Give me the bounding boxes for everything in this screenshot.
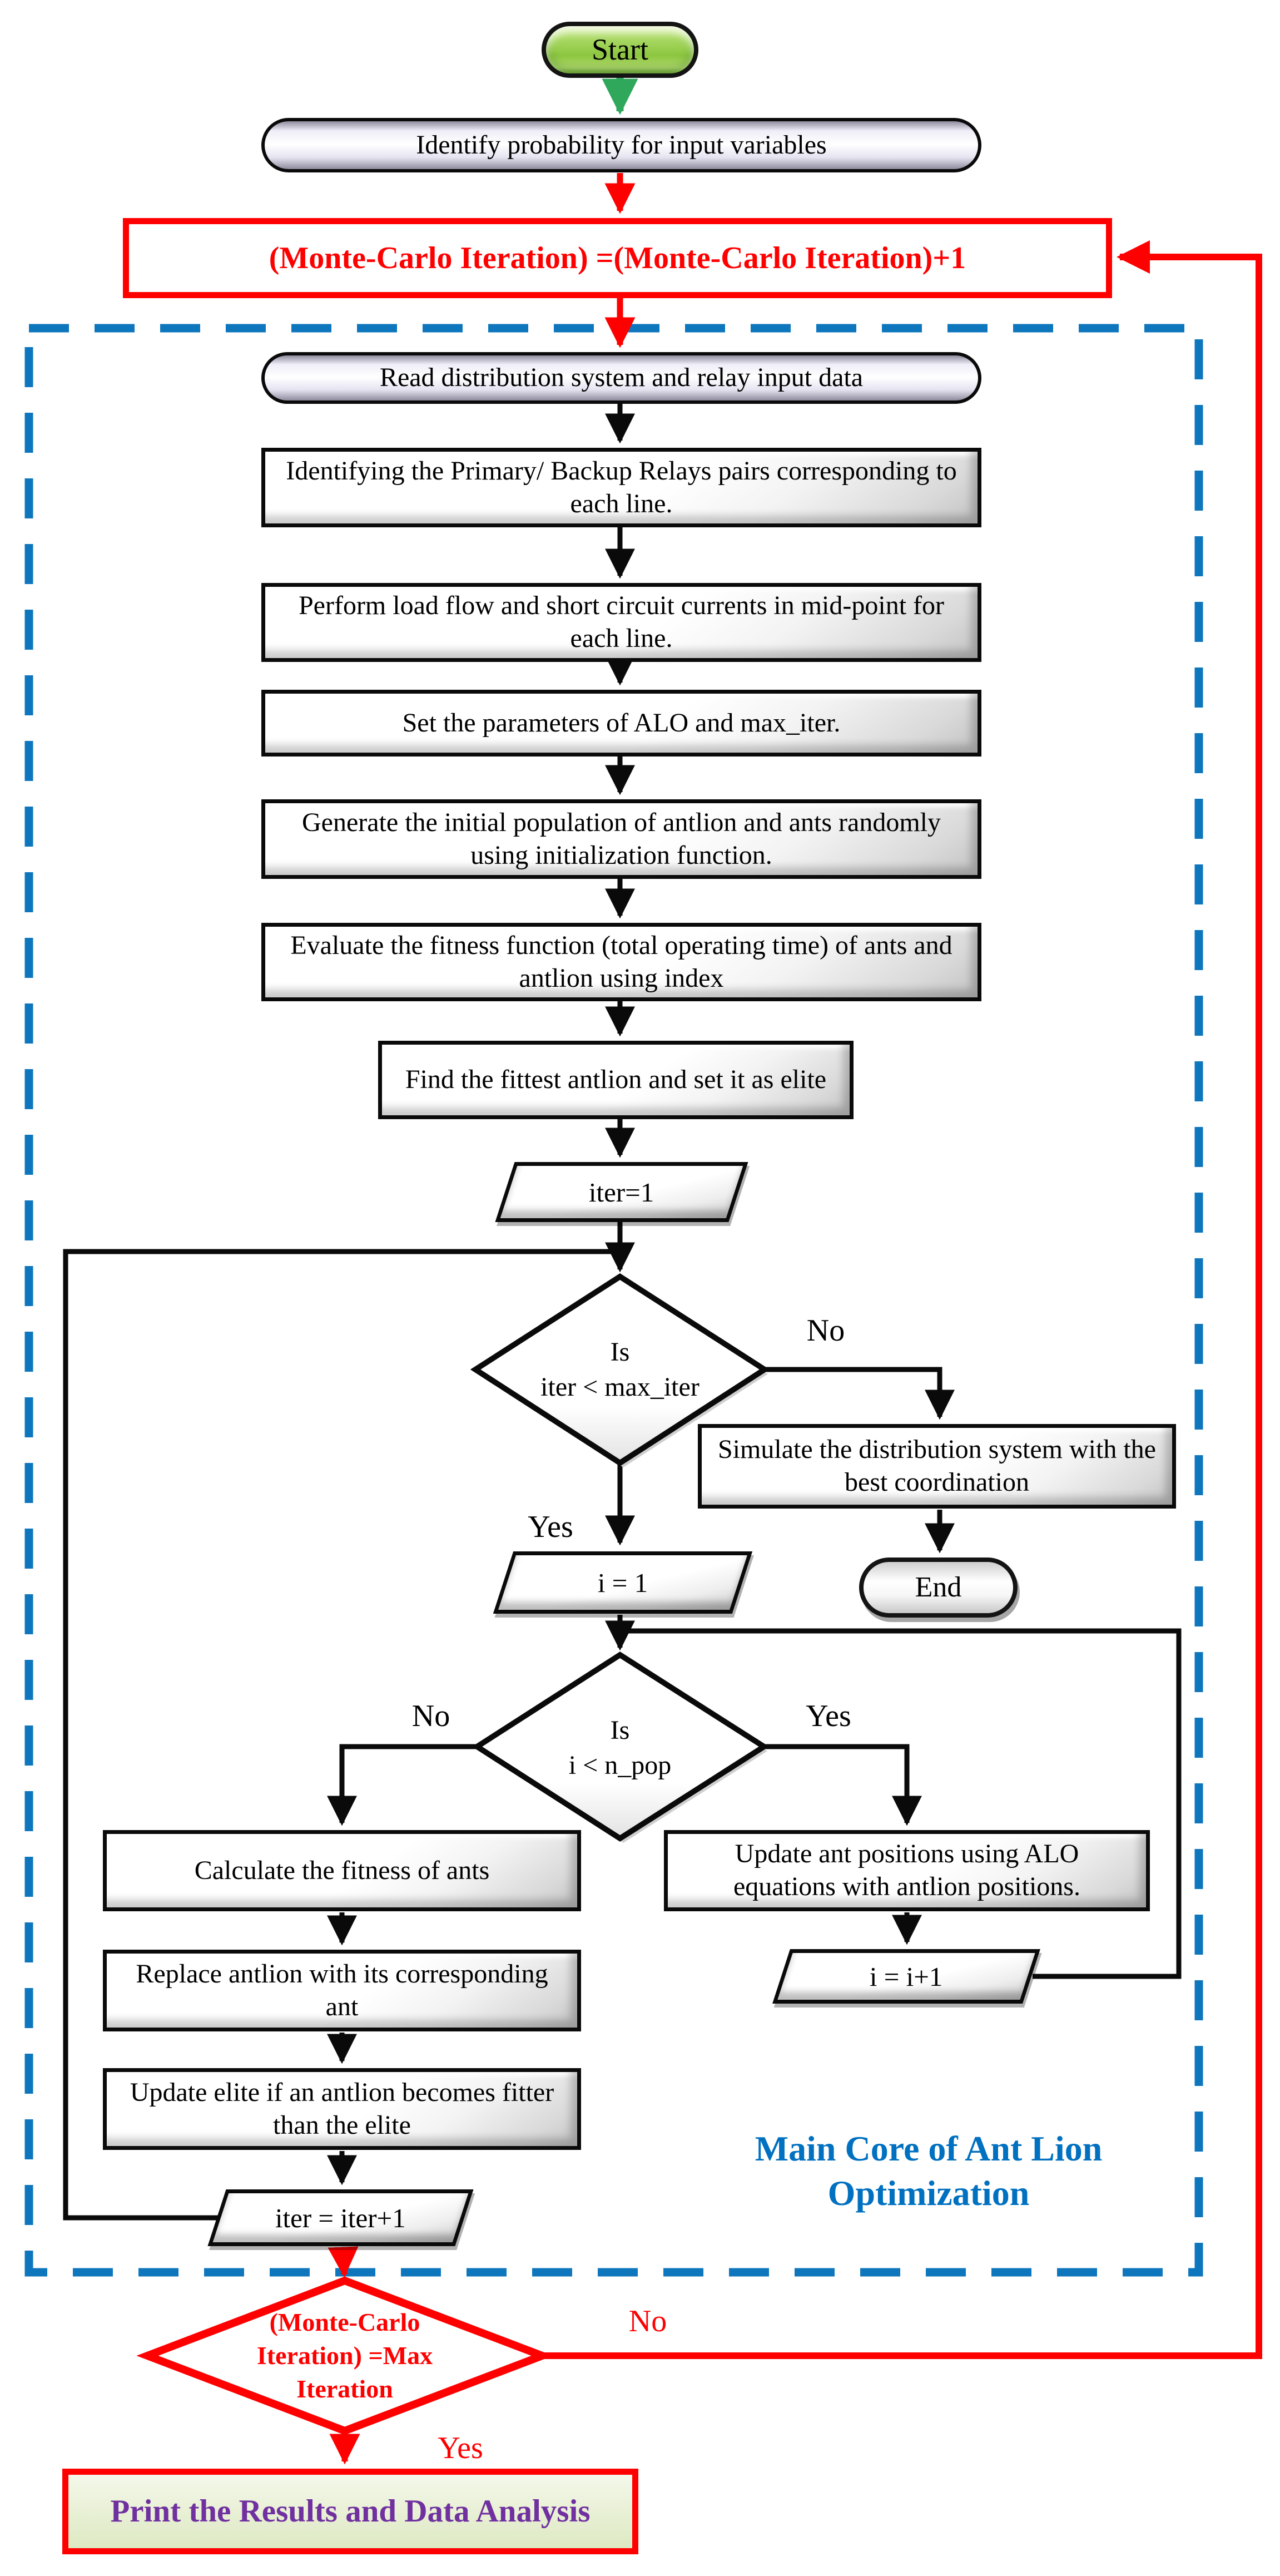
pop-check-yes-label: Yes (806, 1699, 851, 1733)
monte-carlo-increment-node: (Monte-Carlo Iteration) =(Monte-Carlo It… (123, 218, 1112, 298)
replace-antlion-node: Replace antlion with its corresponding a… (103, 1950, 581, 2031)
mc-check-yes-label: Yes (438, 2431, 483, 2465)
start-node: Start (542, 22, 698, 78)
iter-check-yes-label: Yes (528, 1510, 573, 1544)
edge-i-loopback (620, 1628, 1182, 1979)
edge-mc-no-feedback (543, 240, 1262, 2359)
popcheck-diamond (472, 1652, 770, 1842)
edge-iterinc-mccheck (328, 2246, 359, 2278)
simulate-node: Simulate the distribution system with th… (698, 1424, 1176, 1509)
identify-probability-node: Identify probability for input variables (261, 118, 981, 172)
update-ant-positions-node: Update ant positions using ALO equations… (664, 1830, 1150, 1911)
edge-popcheck-yes (765, 1744, 922, 1826)
itercheck-diamond (470, 1273, 770, 1466)
pop-check-label: Is i < n_pop (568, 1715, 672, 1780)
generate-population-node: Generate the initial population of antli… (261, 799, 981, 879)
main-core-boundary (24, 324, 1203, 2277)
pop-check-no-label: No (411, 1699, 450, 1733)
load-flow-node: Perform load flow and short circuit curr… (261, 583, 981, 662)
update-elite-node: Update elite if an antlion becomes fitte… (103, 2068, 581, 2150)
i-increment-node: i = i+1 (772, 1949, 1040, 2004)
read-input-node: Read distribution system and relay input… (261, 352, 981, 404)
set-parameters-node: Set the parameters of ALO and max_iter. (261, 690, 981, 757)
iter-init-node: iter=1 (495, 1162, 748, 1222)
find-fittest-node: Find the fittest antlion and set it as e… (378, 1041, 854, 1119)
iter-check-label: Is iter < max_iter (540, 1337, 699, 1402)
calc-fitness-node: Calculate the fitness of ants (103, 1830, 581, 1911)
edge-itercheck-no (766, 1367, 955, 1420)
edge-iter-loopback (63, 1249, 620, 2221)
i-init-node: i = 1 (493, 1551, 753, 1614)
evaluate-fitness-node: Evaluate the fitness function (total ope… (261, 923, 981, 1001)
mc-check-no-label: No (628, 2304, 667, 2338)
monte-carlo-check-label: (Monte-Carlo Iteration) =Max Iteration (256, 2308, 433, 2403)
mc-check-diamond (136, 2276, 553, 2435)
identify-relay-pairs-node: Identifying the Primary/ Backup Relays p… (261, 448, 981, 527)
print-results-node: Print the Results and Data Analysis (62, 2469, 638, 2554)
edge-popcheck-no (327, 1744, 476, 1826)
main-core-caption: Main Core of Ant Lion Optimization (755, 2128, 1103, 2213)
end-node: End (859, 1558, 1018, 1618)
iter-check-no-label: No (806, 1313, 845, 1348)
iter-increment-node: iter = iter+1 (207, 2189, 474, 2246)
